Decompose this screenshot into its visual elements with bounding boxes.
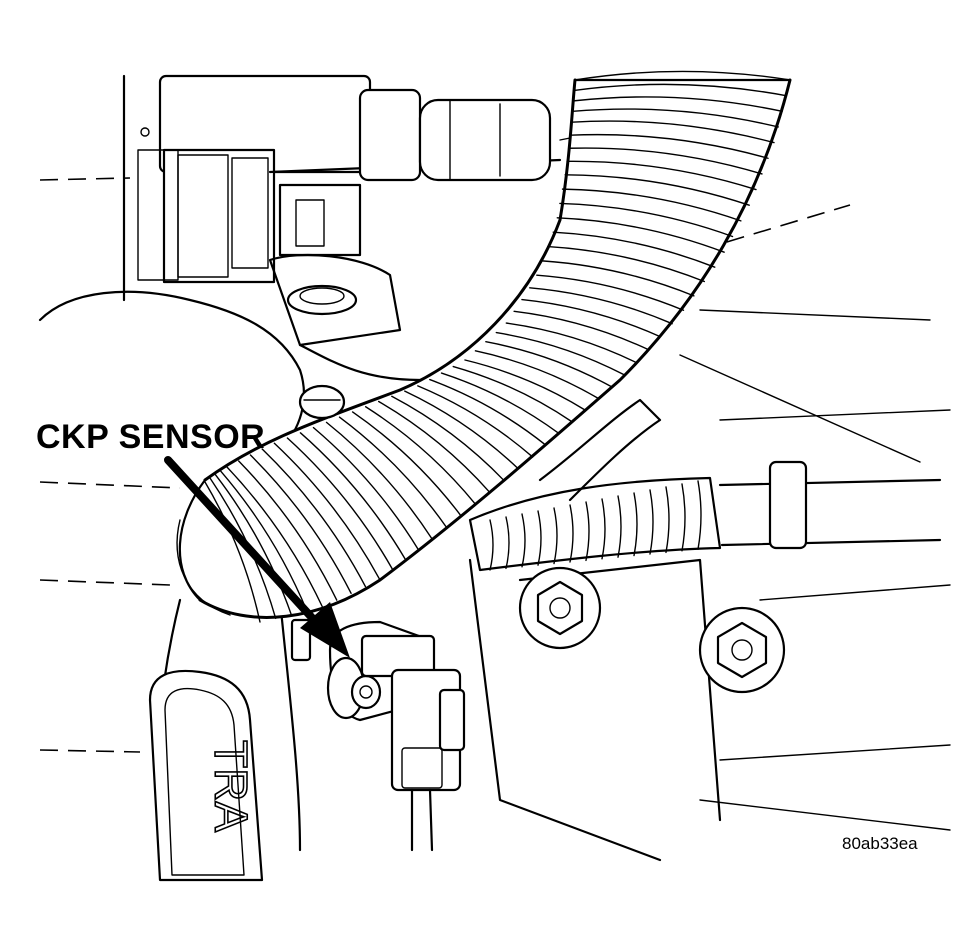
conduit-rib <box>364 406 476 505</box>
engine-block <box>38 253 722 862</box>
conduit-rib <box>391 395 505 482</box>
ckp-sensor-label: CKP SENSOR <box>36 418 266 456</box>
conduit-rib <box>440 372 560 435</box>
harness-conduit <box>176 70 792 623</box>
bracket-bolt-upper <box>298 384 346 420</box>
conduit-rib <box>351 411 462 517</box>
conduit-rib <box>569 133 769 159</box>
conduit-rib <box>529 287 673 325</box>
harness-rib <box>489 519 494 571</box>
background-lines <box>39 127 951 831</box>
conduit-rib <box>536 274 685 311</box>
conduit-rib <box>452 365 573 423</box>
conduit-rib <box>573 83 787 97</box>
harness-rib <box>537 510 542 566</box>
conduit-rib <box>204 481 261 623</box>
harness-rib <box>665 486 670 554</box>
conduit-rib <box>249 454 352 595</box>
conduit-rib <box>474 350 599 399</box>
conduit-rib <box>377 400 491 493</box>
harness-rib <box>601 498 606 560</box>
conduit-rib <box>312 426 420 551</box>
conduit-rib <box>214 473 293 616</box>
conduit-rib <box>566 160 757 191</box>
harness-rib <box>569 504 574 563</box>
conduit-rib <box>564 174 750 206</box>
conduit-rib <box>325 421 433 540</box>
conduit-rib <box>572 96 783 113</box>
ckp-callout-arrow <box>164 456 350 658</box>
conduit-rib <box>571 108 779 128</box>
conduit-rib <box>485 341 612 388</box>
conduit-rib <box>299 432 407 561</box>
harness-rib <box>521 513 526 568</box>
conduit-rib <box>286 437 394 570</box>
harness-rib <box>633 492 638 557</box>
housing-embossed-text: TRA <box>205 740 257 832</box>
conduit-rib <box>338 416 448 529</box>
transmission-housing: TRA <box>148 669 264 882</box>
harness-rib <box>617 495 622 558</box>
conduit-rib <box>541 260 695 297</box>
conduit-rib <box>429 378 547 446</box>
figure-id: 80ab33ea <box>842 834 918 853</box>
bolt-left <box>518 566 602 650</box>
conduit-rib <box>219 470 308 612</box>
conduit-rib <box>574 70 791 81</box>
upper-module <box>122 74 562 302</box>
harness-rib <box>505 516 510 570</box>
conduit-rib <box>464 359 586 411</box>
harness-rib <box>697 480 702 550</box>
conduit-rib <box>547 245 706 283</box>
harness-rib <box>585 501 590 562</box>
conduit-rib <box>561 188 742 222</box>
conduit-rib <box>505 322 638 364</box>
bolt-right <box>698 606 786 694</box>
conduit-rib <box>417 385 534 458</box>
harness-rib <box>681 483 686 552</box>
ckp-sensor <box>290 618 466 852</box>
conduit-rib <box>521 298 662 338</box>
conduit-rib <box>571 120 775 144</box>
conduit-rib <box>404 390 519 470</box>
harness-rib <box>553 507 558 565</box>
conduit-rib <box>556 217 725 253</box>
conduit-rib <box>237 460 338 601</box>
conduit-rib <box>226 466 324 608</box>
secondary-harness <box>468 398 942 572</box>
conduit-rib <box>273 442 381 580</box>
conduit-rib <box>559 202 734 238</box>
conduit-rib <box>513 310 650 351</box>
conduit-rib <box>567 147 763 175</box>
conduit-rib <box>261 448 367 588</box>
conduit-rib <box>552 231 716 268</box>
harness-rib <box>649 489 654 555</box>
conduit-rib <box>495 331 625 376</box>
